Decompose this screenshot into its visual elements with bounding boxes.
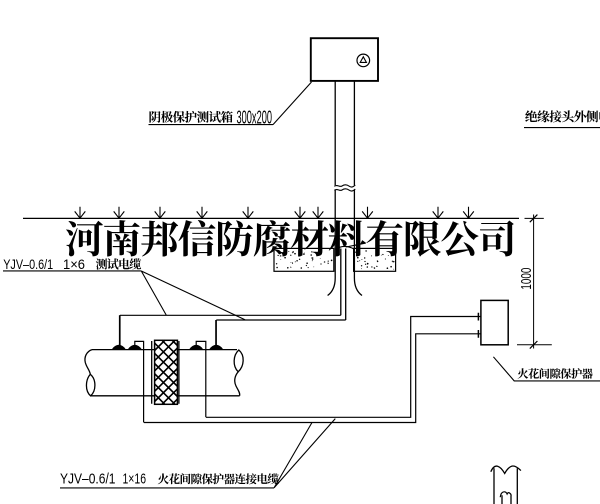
svg-text:1000: 1000 [518,268,535,290]
svg-text:YJV–0.6/1: YJV–0.6/1 [60,471,116,488]
svg-text:1×16: 1×16 [123,471,147,488]
svg-text:1×6: 1×6 [63,256,85,272]
svg-text:300x200: 300x200 [237,106,273,127]
svg-text:YJV–0.6/1: YJV–0.6/1 [3,256,53,272]
